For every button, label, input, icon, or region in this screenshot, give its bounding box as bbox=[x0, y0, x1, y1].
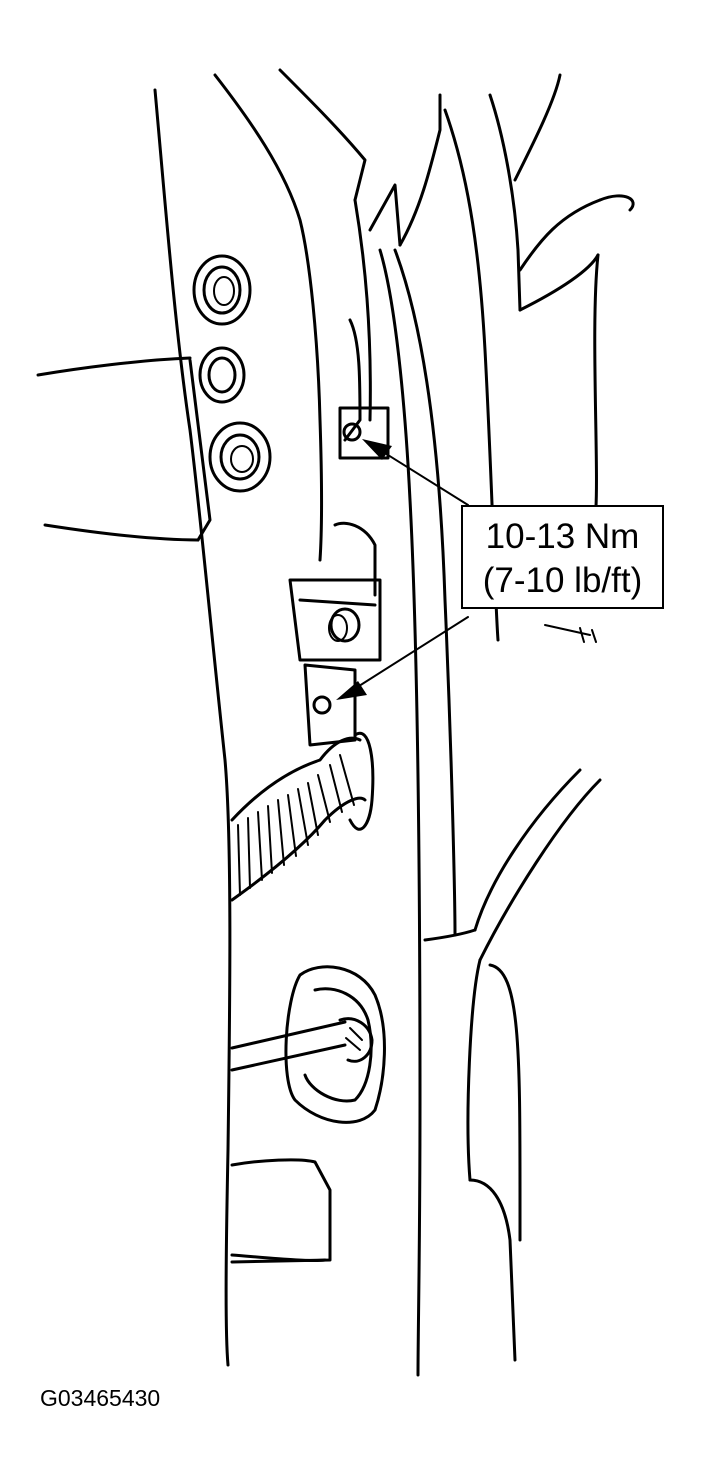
torque-nm-label: 10-13 Nm bbox=[485, 517, 640, 556]
callout-arrow-upper bbox=[362, 439, 469, 506]
torque-lbft-label: (7-10 lb/ft) bbox=[482, 561, 643, 600]
callout-arrow-lower bbox=[336, 616, 469, 700]
door-lower-edge bbox=[423, 768, 602, 1362]
lower-mount-plate bbox=[230, 1158, 332, 1264]
grommet-lower bbox=[208, 421, 272, 493]
wire-harness bbox=[230, 731, 375, 902]
figure-id: G03465430 bbox=[40, 1385, 161, 1411]
torque-callout: 10-13 Nm (7-10 lb/ft) bbox=[461, 505, 664, 609]
door-pillar bbox=[353, 73, 635, 1377]
grommet-upper bbox=[192, 254, 252, 326]
hinge-bracket bbox=[288, 318, 390, 747]
body-panel bbox=[36, 68, 367, 1367]
door-check-strap bbox=[230, 965, 386, 1124]
grommet-middle bbox=[198, 346, 246, 404]
